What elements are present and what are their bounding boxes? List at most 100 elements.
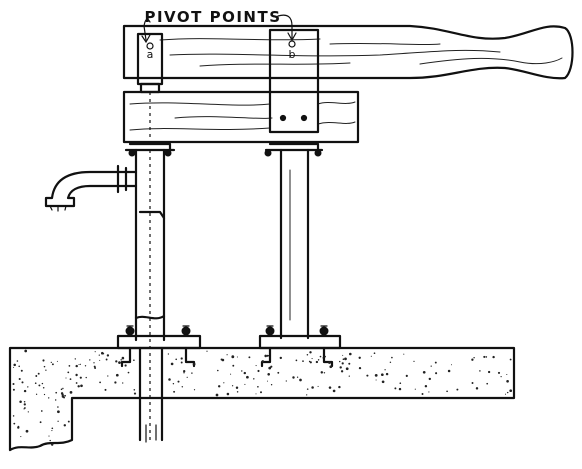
stipple-dot [51, 363, 54, 366]
lever-grain [329, 42, 441, 46]
stipple-dot [375, 379, 377, 381]
pivot-link-a-base [139, 82, 161, 94]
stipple-dot [413, 360, 415, 363]
concrete-stipple [12, 349, 513, 446]
stipple-dot [19, 400, 22, 403]
stipple-dot [486, 382, 489, 385]
pivot-bolt-b [288, 40, 296, 48]
stipple-dot [23, 408, 25, 410]
stipple-dot [35, 393, 38, 395]
stipple-dot [424, 384, 428, 388]
stipple-dot [509, 389, 513, 393]
stipple-dot [340, 370, 344, 373]
stipple-dot [475, 387, 479, 390]
crossbeam-grain [129, 102, 271, 106]
concrete-slab [8, 346, 516, 452]
flange-nut [164, 149, 172, 157]
stipple-dot [421, 393, 424, 395]
stipple-dot [231, 385, 234, 387]
stipple-dot [12, 382, 15, 386]
stipple-dot [430, 365, 432, 367]
stipple-dot [94, 351, 96, 353]
stipple-dot [324, 355, 326, 358]
lever-grain [419, 57, 563, 65]
stipple-dot [268, 366, 272, 370]
stipple-dot [41, 382, 44, 385]
pivot-points-label: PIVOT POINTS [144, 8, 281, 26]
stipple-dot [12, 388, 15, 391]
pivot-plate-b [268, 28, 320, 134]
stipple-dot [248, 356, 251, 359]
stipple-dot [322, 357, 324, 359]
stipple-dot [45, 369, 47, 371]
stipple-dot [172, 383, 175, 385]
stipple-dot [389, 361, 392, 364]
stipple-dot [403, 353, 405, 355]
stipple-dot [215, 393, 219, 397]
stipple-dot [20, 436, 22, 438]
stipple-dot [21, 381, 24, 384]
stipple-dot [98, 354, 100, 356]
stipple-dot [381, 380, 385, 384]
stipple-dot [75, 373, 78, 377]
stipple-dot [226, 392, 230, 396]
stipple-dot [339, 366, 342, 369]
stipple-dot [473, 357, 475, 359]
stipple-dot [243, 371, 246, 375]
flange-nut [264, 149, 272, 157]
stipple-dot [266, 380, 269, 382]
crossbeam [122, 90, 360, 144]
stipple-dot [349, 352, 352, 356]
stipple-dot [260, 391, 262, 394]
stipple-dot [48, 435, 50, 437]
stipple-dot [471, 358, 474, 361]
stipple-dot [391, 356, 393, 359]
stipple-dot [56, 360, 58, 362]
stipple-dot [206, 350, 208, 352]
stipple-dot [13, 363, 16, 367]
flange-nut [314, 149, 322, 157]
stipple-dot [23, 400, 26, 403]
stipple-dot [17, 426, 20, 429]
stipple-dot [191, 372, 193, 374]
stipple-dot [18, 365, 20, 368]
stipple-dot [65, 377, 67, 379]
stipple-dot [122, 382, 124, 384]
pipe-joint [134, 314, 166, 320]
stipple-dot [99, 359, 101, 361]
stipple-dot [264, 354, 267, 358]
stipple-dot [492, 355, 495, 359]
stipple-dot [170, 362, 174, 366]
stipple-dot [311, 386, 314, 389]
stipple-dot [183, 370, 186, 373]
stipple-dot [220, 358, 223, 361]
stipple-dot [181, 386, 184, 388]
stipple-dot [506, 379, 509, 383]
stipple-dot [315, 360, 319, 364]
right-base-plate [258, 325, 342, 368]
stipple-dot [57, 406, 59, 408]
stipple-dot [51, 430, 53, 432]
stipple-dot [342, 358, 345, 361]
stipple-dot [398, 387, 402, 391]
plate-bolt [300, 114, 308, 122]
stipple-dot [422, 370, 426, 374]
stipple-dot [270, 384, 273, 386]
stipple-dot [115, 373, 119, 377]
stipple-dot [186, 376, 188, 378]
pipe-end [145, 424, 157, 443]
pivot-bolt-a [146, 42, 154, 50]
stipple-dot [74, 358, 76, 360]
stipple-dot [509, 358, 512, 361]
stipple-dot [42, 359, 45, 362]
pipe-coupling [138, 210, 166, 220]
stipple-dot [446, 390, 448, 393]
stipple-dot [168, 378, 171, 381]
stipple-dot [124, 364, 127, 367]
stipple-dot [306, 388, 309, 390]
stipple-dot [24, 349, 28, 353]
plate-bolt [279, 114, 287, 122]
stipple-dot [180, 357, 183, 360]
stipple-dot [257, 369, 260, 373]
stipple-dot [223, 382, 225, 384]
